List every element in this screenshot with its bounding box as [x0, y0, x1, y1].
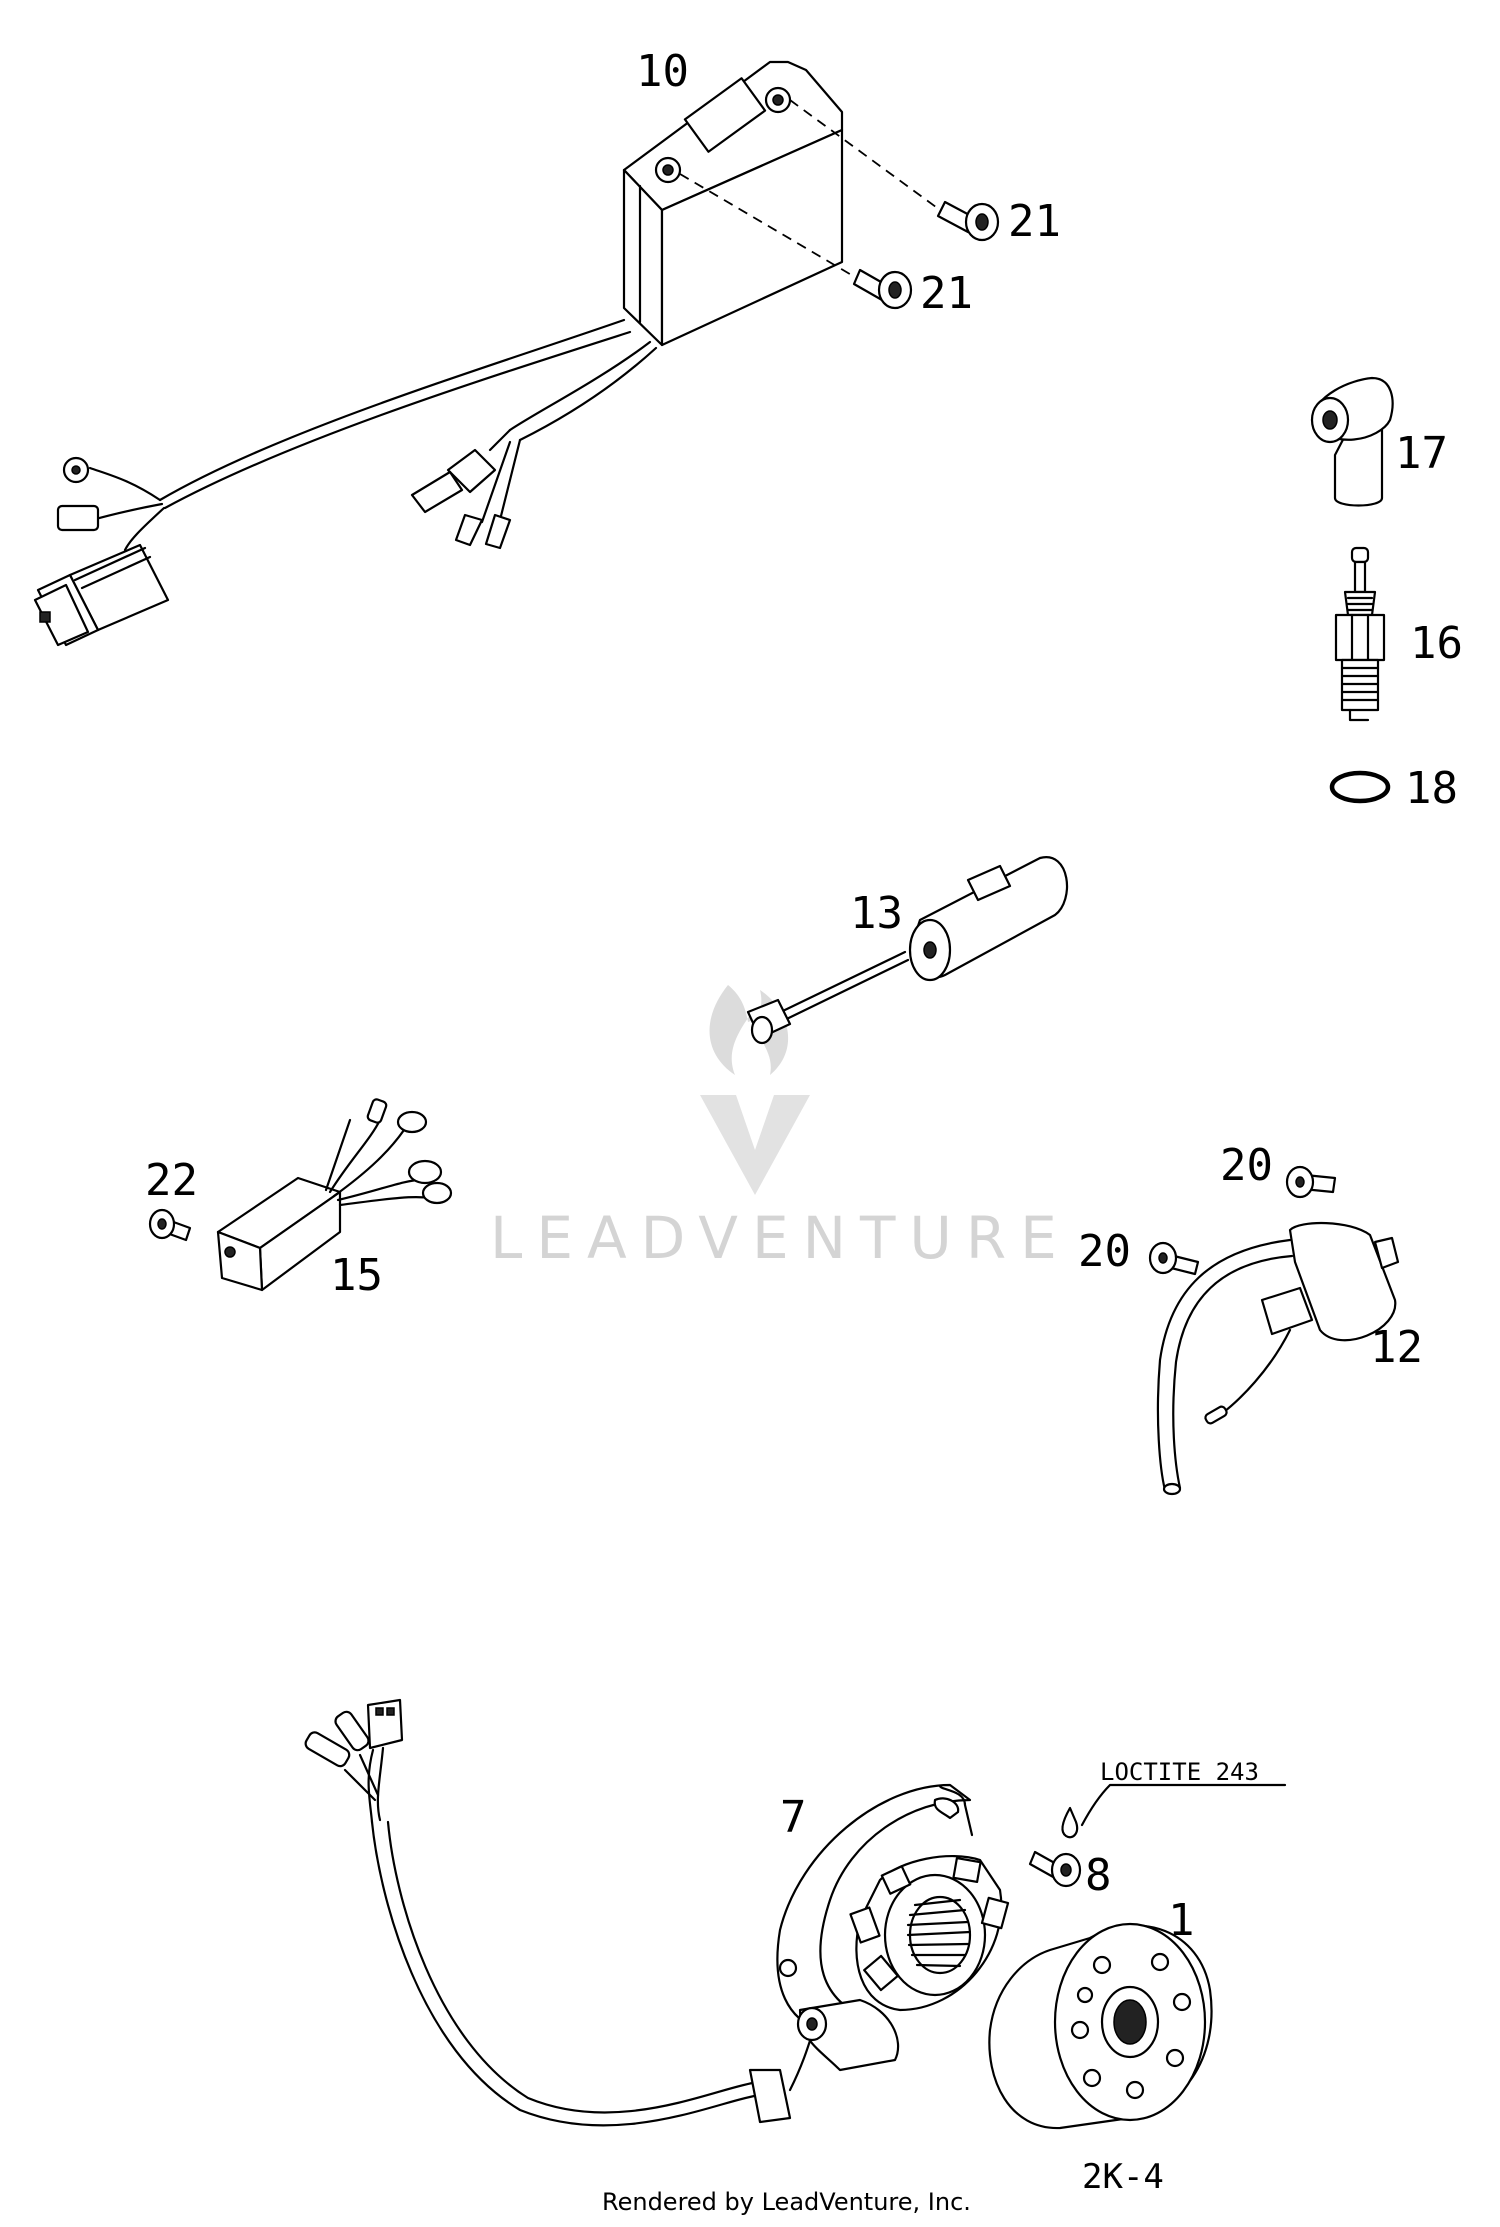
loctite-drop-icon — [1061, 1783, 1287, 1839]
footer-credit: Rendered by LeadVenture, Inc. — [602, 2188, 971, 2216]
callout-12: 12 — [1370, 1322, 1423, 1373]
part-15-regulator — [216, 1098, 453, 1292]
callout-22: 22 — [145, 1155, 198, 1206]
callout-16: 16 — [1410, 618, 1463, 669]
diagram-code: 2K-4 — [1082, 2157, 1164, 2197]
part-7-stator — [304, 1698, 1010, 2127]
leadventure-watermark: LEADVENTURE — [490, 985, 1071, 1272]
part-10-cdi-unit — [33, 60, 941, 647]
part-21-screw-lower — [852, 268, 913, 310]
part-17-spark-plug-cap — [1310, 376, 1394, 507]
part-12-ignition-coil — [1156, 1222, 1400, 1496]
part-22-screw — [148, 1208, 192, 1242]
part-20-screw-upper — [1285, 1165, 1337, 1199]
callout-13: 13 — [850, 888, 903, 939]
callout-17: 17 — [1395, 428, 1448, 479]
callout-7: 7 — [780, 1792, 807, 1843]
callout-1: 1 — [1168, 1895, 1195, 1946]
callout-20-upper: 20 — [1220, 1140, 1273, 1191]
part-18-sealing-ring — [1329, 770, 1391, 804]
part-20-screw-lower — [1148, 1241, 1200, 1276]
callout-8: 8 — [1085, 1850, 1112, 1901]
callout-18: 18 — [1405, 763, 1458, 814]
callout-10: 10 — [636, 46, 689, 97]
part-8-screw — [1028, 1850, 1082, 1888]
watermark-text: LEADVENTURE — [490, 1204, 1071, 1272]
callout-21-lower: 21 — [920, 268, 973, 319]
part-1-flywheel — [988, 1922, 1213, 2130]
callout-21-upper: 21 — [1008, 196, 1061, 247]
loctite-note: LOCTITE 243 — [1100, 1758, 1259, 1786]
part-21-screw-upper — [936, 200, 1000, 242]
callout-15: 15 — [330, 1250, 383, 1301]
callout-20-lower: 20 — [1078, 1226, 1131, 1277]
part-13-sensor — [746, 856, 1069, 1045]
part-16-spark-plug — [1334, 546, 1386, 722]
